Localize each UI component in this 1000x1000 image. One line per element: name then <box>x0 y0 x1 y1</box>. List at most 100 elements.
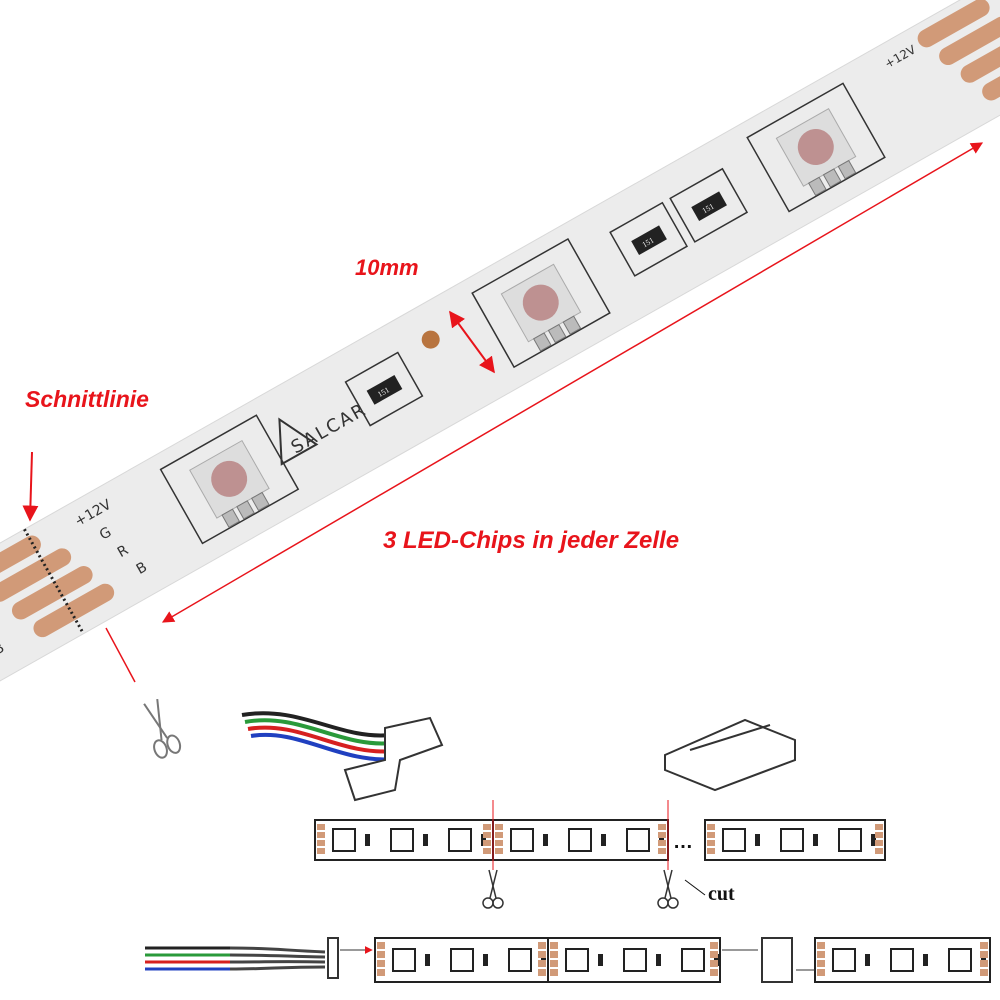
schematic-pad <box>377 960 385 967</box>
schematic-resistor <box>813 834 818 846</box>
schematic-pad <box>817 951 825 958</box>
schematic-pad <box>377 951 385 958</box>
schematic-pad <box>710 951 718 958</box>
strip-connector-icon <box>664 718 796 792</box>
strip-body <box>0 0 1000 695</box>
schematic-pad <box>550 969 558 976</box>
schematic-led <box>448 828 472 852</box>
schematic-pad <box>710 960 718 967</box>
schematic-pad <box>377 942 385 949</box>
solder-pads-left <box>0 535 115 638</box>
schematic-led <box>722 828 746 852</box>
wire-connector-icon <box>241 711 444 802</box>
schematic-led <box>890 948 914 972</box>
schematic-strip-1b <box>492 819 669 861</box>
cut-extension-line <box>105 627 136 683</box>
schematic-pad <box>980 960 988 967</box>
schematic-pad <box>483 848 491 854</box>
schematic-pad <box>550 942 558 949</box>
schematic-pad <box>710 942 718 949</box>
pad-label-b-left: B <box>0 640 7 659</box>
schematic-pad <box>317 824 325 830</box>
schematic-resistor <box>755 834 760 846</box>
schematic-led <box>568 828 592 852</box>
schematic-pad <box>538 969 546 976</box>
schematic-led <box>832 948 856 972</box>
schematic-led <box>332 828 356 852</box>
schematic-resistor <box>601 834 606 846</box>
schematic-led <box>681 948 705 972</box>
schematic-pad <box>875 848 883 854</box>
schematic-pad <box>550 951 558 958</box>
schematic-pad <box>707 840 715 846</box>
schematic-resistor <box>865 954 870 966</box>
schematic-strip-2 <box>704 819 886 861</box>
scissors-icon <box>143 698 182 759</box>
schematic-pad <box>658 848 666 854</box>
schematic-resistor <box>923 954 928 966</box>
schematic-led <box>390 828 414 852</box>
schematic-resistor <box>423 834 428 846</box>
schematic-pad <box>495 824 503 830</box>
schematic-pad <box>495 848 503 854</box>
schematic-pad <box>875 824 883 830</box>
width-arrow <box>449 310 495 374</box>
schematic-strip-4 <box>814 937 991 983</box>
schematic-pad <box>980 951 988 958</box>
schematic-pad <box>658 840 666 846</box>
bottom-connector-left <box>327 937 339 979</box>
schematic-pad <box>317 848 325 854</box>
schematic-pad <box>817 969 825 976</box>
schematic-resistor <box>483 954 488 966</box>
schematic-pad <box>538 942 546 949</box>
schematic-led <box>780 828 804 852</box>
schematic-resistor <box>598 954 603 966</box>
cut-line-arrow <box>22 451 39 522</box>
schematic-pad <box>707 824 715 830</box>
cut-label: cut <box>708 883 735 905</box>
schematic-resistor <box>656 954 661 966</box>
schematic-led <box>565 948 589 972</box>
schematic-pad <box>317 832 325 838</box>
schematic-pad <box>817 942 825 949</box>
schematic-led <box>392 948 416 972</box>
schematic-pad <box>483 840 491 846</box>
continuation-dots: … <box>673 831 693 853</box>
pitch-label: 10mm <box>355 255 419 280</box>
schematic-pad <box>495 832 503 838</box>
bottom-wires <box>145 946 326 971</box>
schematic-strip-3b <box>547 937 721 983</box>
cell-label: 3 LED-Chips in jeder Zelle <box>383 527 679 554</box>
schematic-resistor <box>425 954 430 966</box>
schematic-pad <box>317 840 325 846</box>
schematic-pad <box>658 824 666 830</box>
cut-pointer <box>684 879 706 896</box>
schematic-pad <box>710 969 718 976</box>
schematic-led <box>948 948 972 972</box>
schematic-pad <box>377 969 385 976</box>
schematic-pad <box>495 840 503 846</box>
schematic-strip-1a <box>314 819 494 861</box>
schematic-pad <box>538 960 546 967</box>
cut-line-label: Schnittlinie <box>25 386 149 412</box>
schematic-pad <box>658 832 666 838</box>
scissors-icon <box>482 869 504 909</box>
schematic-pad <box>707 848 715 854</box>
schematic-led <box>838 828 862 852</box>
schematic-led <box>510 828 534 852</box>
schematic-led <box>450 948 474 972</box>
schematic-pad <box>980 969 988 976</box>
bottom-connector-middle <box>761 937 793 983</box>
schematic-led <box>508 948 532 972</box>
schematic-pad <box>483 824 491 830</box>
schematic-pad <box>538 951 546 958</box>
schematic-resistor <box>543 834 548 846</box>
cell-length-arrow <box>161 142 984 623</box>
schematic-strip-3a <box>374 937 549 983</box>
solder-pads-right <box>917 0 1000 101</box>
schematic-pad <box>483 832 491 838</box>
schematic-pad <box>980 942 988 949</box>
